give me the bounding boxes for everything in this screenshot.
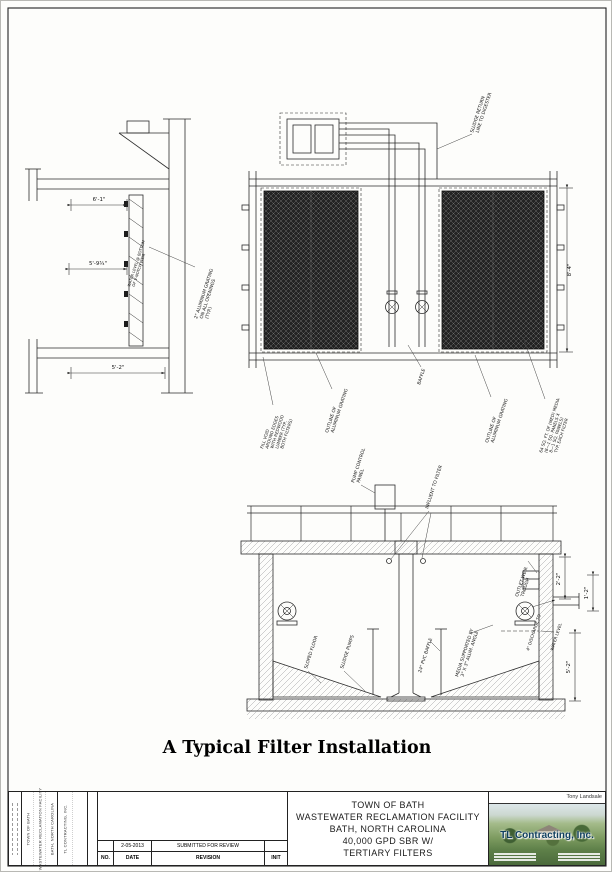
revision-row: 2-05-2013 SUBMITTED FOR REVIEW [98,841,287,852]
plan-view [241,112,565,368]
revision-header-date: DATE [114,852,152,865]
section-dim-c: 5'-2" [566,661,572,674]
titleblock-fineprint-strip [9,792,22,865]
title-block: TOWN OF BATH WASTEWATER RECLAMATION FACI… [8,787,606,870]
project-title-line: BATH, NORTH CAROLINA [329,823,447,834]
revision-header-revision: REVISION [152,852,265,865]
section-view-labels: PUMP CONTROL PANEL INFLUENT TO FILTER OU… [303,447,563,692]
revision-date: 2-05-2013 [114,841,152,851]
section-view [240,484,580,719]
revision-no [98,841,114,851]
valve-symbol [415,300,429,314]
contact-name: Tony Landsale [489,792,605,804]
revision-header-no: NO. [98,852,114,865]
pump-control-label-line: PANEL [356,468,366,484]
titleblock-project-vertical: TOWN OF BATH WASTEWATER RECLAMATION FACI… [22,787,58,870]
grating-note-line: (TYP.) [204,306,214,320]
address-lines-right [558,852,600,863]
project-title-line: TERTIARY FILTERS [343,847,433,858]
sheet-title: A Typical Filter Installation [162,738,432,758]
revision-header-row: NO. DATE REVISION INIT [98,852,287,865]
baffle-label: BAFFLE [416,368,427,386]
influent-label: INFLUENT TO FILTER [424,464,444,509]
fill-void-label-line: FILL VOID [259,429,270,450]
section-dim-b: 1'-2" [584,587,590,600]
vertical-project-line: TOWN OF BATH [25,812,30,845]
sloped-floor-label: SLOPED FLOOR [303,635,319,670]
company-photo: TL Contracting, Inc. [489,804,605,865]
revision-description: SUBMITTED FOR REVIEW [152,841,265,851]
section-view-dimensions: 2'-2" 1'-2" 5'-2" [556,553,599,702]
sludge-pump-symbol [515,601,535,621]
address-lines-left [494,852,536,863]
pump-control-panel-box [374,484,396,510]
project-title-line: 40,000 GPD SBR W/ [342,835,434,846]
sludge-pump-symbol [277,601,297,621]
side-view-labels: 2" ALUMINUM GRATING ON ALL OPENINGS (TYP… [126,240,217,320]
valve-symbol [385,300,399,314]
side-elevation-view [25,118,193,394]
revision-init [265,841,287,851]
revision-table-margin [88,792,98,865]
photo-house [535,824,562,840]
plan-dim-width: 8'-4" [567,264,573,277]
side-dim-2: 5'-9¾" [89,261,107,267]
plan-view-dimension: 8'-4" [559,184,573,353]
pump-equipment-box [286,118,340,160]
project-title-line: WASTEWATER RECLAMATION FACILITY [296,811,480,822]
side-view-dimensions: 6'-1" 5'-9¾" 5'-2" [65,197,166,379]
company-name: TL Contracting, Inc. [500,829,594,841]
side-dim-3: 5'-2" [112,365,125,371]
company-card: Tony Landsale TL Contracting, Inc. [489,792,605,865]
vertical-company-line: TL CONTRACTING, INC. [62,803,68,854]
side-dim-1: 6'-1" [93,197,106,203]
vertical-project-line: BATH, NORTH CAROLINA [49,802,54,855]
section-dim-a: 2'-2" [556,573,562,586]
revision-header-init: INIT [271,855,281,861]
revision-table: 2-05-2013 SUBMITTED FOR REVIEW NO. DATE … [88,792,288,865]
revision-empty-rows [98,792,287,841]
project-title-block: TOWN OF BATH WASTEWATER RECLAMATION FACI… [288,792,489,865]
sheet-border [7,7,607,867]
vertical-project-line: WASTEWATER RECLAMATION FACILITY [37,787,42,870]
titleblock-company-vertical: TL CONTRACTING, INC. [58,792,88,865]
sludge-pumps-label: SLUDGE PUMPS [339,634,356,669]
outlet-weir-trough [522,570,540,590]
project-title-line: TOWN OF BATH [351,799,425,810]
